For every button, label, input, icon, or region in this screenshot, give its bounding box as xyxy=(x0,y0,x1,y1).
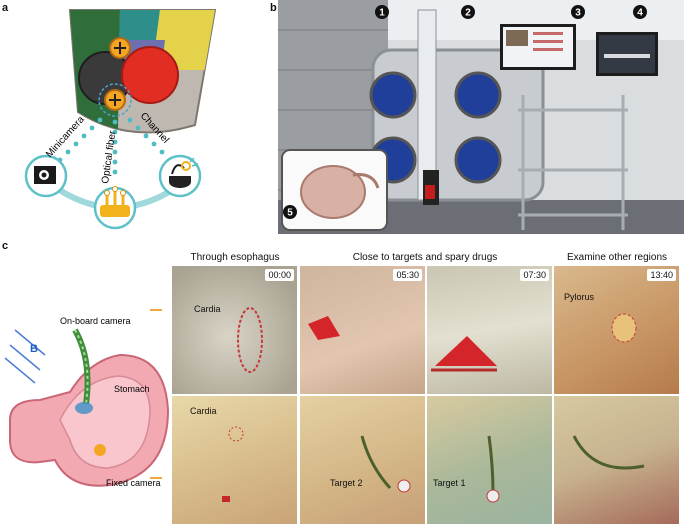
frame-top-3: 07:30 xyxy=(427,266,552,394)
onboard-camera-label: On-board camera xyxy=(60,316,131,326)
stomach-diagram: B On-board camera Stomach Fixed camera xyxy=(4,309,170,488)
panel-a-label: a xyxy=(2,2,9,14)
frame-label: Target 2 xyxy=(330,478,363,488)
frame-bottom-4 xyxy=(554,396,679,524)
timestamp: 07:30 xyxy=(520,269,549,281)
frame-label: Pylorus xyxy=(564,292,595,302)
frame-top-4: 13:40 Pylorus xyxy=(554,266,679,394)
field-B-label: B xyxy=(30,343,38,355)
callout-5: 5 xyxy=(287,208,293,219)
header-through-esophagus: Through esophagus xyxy=(190,252,280,263)
fixed-camera-label: Fixed camera xyxy=(106,478,161,488)
frame-label: Cardia xyxy=(190,406,217,416)
header-examine-regions: Examine other regions xyxy=(566,252,668,263)
callout-4: 4 xyxy=(637,8,643,19)
callout-3: 3 xyxy=(575,8,581,19)
magnetic-actuation-system-photo: 1 2 3 4 5 xyxy=(278,0,684,234)
frame-top-1: 00:00 Cardia xyxy=(172,266,297,394)
callout-1: 1 xyxy=(379,8,385,19)
optical-fiber-label: Optical fiber xyxy=(100,129,118,184)
capsule-tip-schematic: Minicamera Optical fiber Channel xyxy=(24,9,217,230)
stomach-label: Stomach xyxy=(114,384,150,394)
timestamp: 00:00 xyxy=(265,269,294,281)
panel-c-label: c xyxy=(2,240,9,252)
frame-bottom-1: Cardia xyxy=(172,396,297,524)
timestamp: 13:40 xyxy=(647,269,676,281)
frame-top-2: 05:30 xyxy=(300,266,425,394)
minicamera-label: Minicamera xyxy=(44,114,87,160)
timestamp: 05:30 xyxy=(393,269,422,281)
header-close-to-targets: Close to targets and spary drugs xyxy=(352,252,498,263)
frame-bottom-2: Target 2 xyxy=(300,396,425,524)
panel-b-label: b xyxy=(270,2,277,14)
frame-label: Target 1 xyxy=(433,478,466,488)
frame-label: Cardia xyxy=(194,304,221,314)
channel-port xyxy=(121,46,179,104)
frame-bottom-3: Target 1 xyxy=(427,396,552,524)
callout-2: 2 xyxy=(465,8,471,19)
